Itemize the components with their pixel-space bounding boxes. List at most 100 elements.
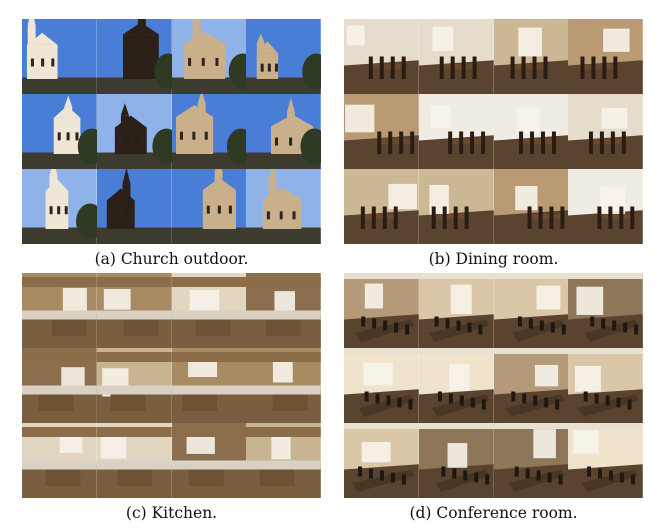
thumbnail-image — [96, 94, 172, 169]
thumbnail-dining-8 — [568, 94, 643, 169]
thumbnail-image — [171, 169, 247, 244]
thumbnail-image — [568, 273, 643, 348]
thumbnail-dining-11 — [493, 169, 569, 244]
thumbnail-image — [344, 348, 419, 423]
thumbnail-conference-6 — [418, 348, 494, 423]
thumbnail-image — [96, 423, 172, 498]
thumbnail-church-6 — [96, 94, 172, 169]
thumbnail-image — [568, 348, 643, 423]
thumbnail-kitchen-2 — [96, 273, 172, 348]
image-grid-conference — [344, 273, 643, 498]
thumbnail-image — [171, 19, 247, 94]
thumbnail-dining-6 — [418, 94, 494, 169]
thumbnail-image — [493, 169, 569, 244]
thumbnail-church-8 — [246, 94, 321, 169]
thumbnail-image — [171, 423, 247, 498]
thumbnail-church-9 — [22, 169, 97, 244]
thumbnail-image — [22, 348, 97, 423]
thumbnail-kitchen-1 — [22, 273, 97, 348]
thumbnail-image — [171, 348, 247, 423]
thumbnail-conference-8 — [568, 348, 643, 423]
thumbnail-image — [246, 19, 321, 94]
thumbnail-conference-3 — [493, 273, 569, 348]
thumbnail-image — [418, 169, 494, 244]
thumbnail-dining-2 — [418, 19, 494, 94]
thumbnail-church-12 — [246, 169, 321, 244]
thumbnail-dining-3 — [493, 19, 569, 94]
thumbnail-image — [418, 273, 494, 348]
thumbnail-dining-1 — [344, 19, 419, 94]
thumbnail-conference-11 — [493, 423, 569, 498]
thumbnail-church-11 — [171, 169, 247, 244]
thumbnail-dining-12 — [568, 169, 643, 244]
thumbnail-image — [418, 348, 494, 423]
image-grid-kitchen — [22, 273, 321, 498]
thumbnail-church-4 — [246, 19, 321, 94]
thumbnail-image — [568, 169, 643, 244]
caption-dining: (b) Dining room. — [428, 250, 559, 268]
thumbnail-conference-1 — [344, 273, 419, 348]
thumbnail-image — [344, 94, 419, 169]
caption-kitchen: (c) Kitchen. — [125, 504, 218, 522]
thumbnail-image — [493, 348, 569, 423]
thumbnail-dining-10 — [418, 169, 494, 244]
thumbnail-church-5 — [22, 94, 97, 169]
thumbnail-image — [22, 169, 97, 244]
thumbnail-image — [22, 94, 97, 169]
thumbnail-kitchen-10 — [96, 423, 172, 498]
thumbnail-image — [568, 94, 643, 169]
thumbnail-kitchen-11 — [171, 423, 247, 498]
thumbnail-kitchen-3 — [171, 273, 247, 348]
thumbnail-conference-4 — [568, 273, 643, 348]
thumbnail-image — [344, 273, 419, 348]
thumbnail-conference-9 — [344, 423, 419, 498]
thumbnail-image — [246, 348, 321, 423]
thumbnail-image — [493, 94, 569, 169]
thumbnail-image — [418, 94, 494, 169]
thumbnail-church-10 — [96, 169, 172, 244]
thumbnail-image — [171, 273, 247, 348]
thumbnail-kitchen-12 — [246, 423, 321, 498]
thumbnail-image — [246, 423, 321, 498]
thumbnail-image — [96, 169, 172, 244]
thumbnail-dining-5 — [344, 94, 419, 169]
thumbnail-dining-9 — [344, 169, 419, 244]
thumbnail-church-7 — [171, 94, 247, 169]
thumbnail-dining-7 — [493, 94, 569, 169]
thumbnail-image — [493, 273, 569, 348]
thumbnail-kitchen-7 — [171, 348, 247, 423]
thumbnail-conference-10 — [418, 423, 494, 498]
thumbnail-image — [22, 19, 97, 94]
thumbnail-conference-5 — [344, 348, 419, 423]
thumbnail-image — [568, 423, 643, 498]
thumbnail-kitchen-9 — [22, 423, 97, 498]
thumbnail-image — [96, 348, 172, 423]
thumbnail-church-2 — [96, 19, 172, 94]
thumbnail-image — [493, 19, 569, 94]
thumbnail-kitchen-5 — [22, 348, 97, 423]
thumbnail-kitchen-4 — [246, 273, 321, 348]
thumbnail-image — [246, 169, 321, 244]
thumbnail-image — [96, 273, 172, 348]
image-grid-church — [22, 19, 321, 244]
image-grid-dining — [344, 19, 643, 244]
thumbnail-image — [22, 273, 97, 348]
thumbnail-image — [568, 19, 643, 94]
thumbnail-image — [246, 273, 321, 348]
thumbnail-image — [22, 423, 97, 498]
thumbnail-kitchen-6 — [96, 348, 172, 423]
caption-church: (a) Church outdoor. — [94, 250, 249, 268]
thumbnail-image — [344, 423, 419, 498]
thumbnail-image — [171, 94, 247, 169]
thumbnail-church-3 — [171, 19, 247, 94]
thumbnail-image — [344, 19, 419, 94]
thumbnail-image — [246, 94, 321, 169]
caption-conference: (d) Conference room. — [409, 504, 578, 522]
thumbnail-image — [418, 423, 494, 498]
thumbnail-image — [418, 19, 494, 94]
thumbnail-dining-4 — [568, 19, 643, 94]
thumbnail-church-1 — [22, 19, 97, 94]
thumbnail-conference-2 — [418, 273, 494, 348]
thumbnail-conference-12 — [568, 423, 643, 498]
thumbnail-image — [344, 169, 419, 244]
